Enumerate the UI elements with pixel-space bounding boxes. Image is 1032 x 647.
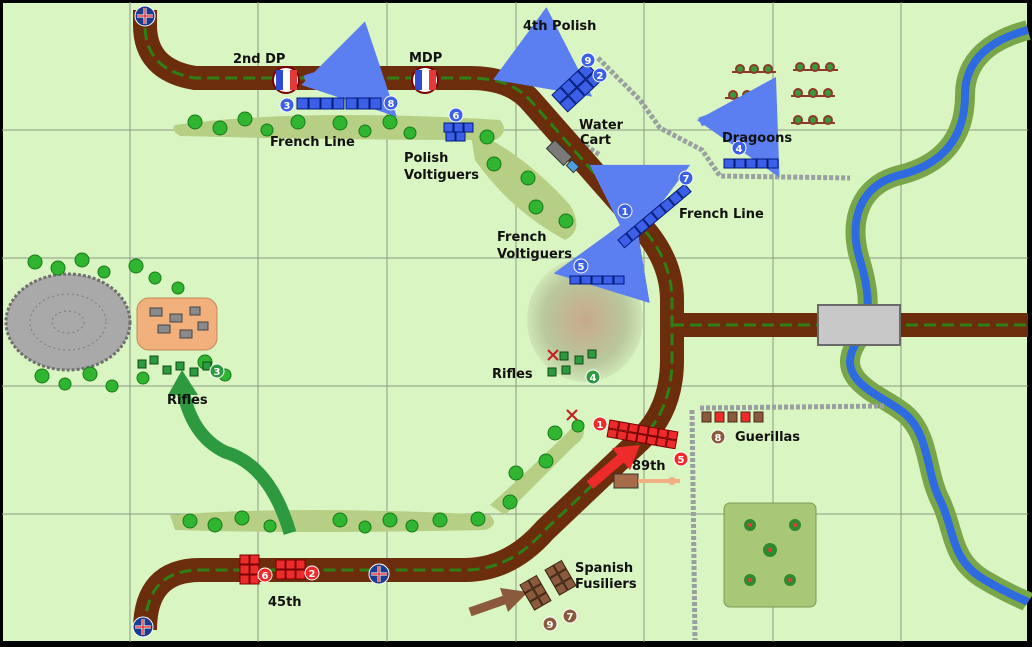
svg-text:3: 3 [214,367,221,378]
woods [27,111,585,534]
flag-2nd-dp[interactable] [272,66,300,94]
svg-text:5: 5 [578,262,585,273]
label-45th: 45th [268,595,302,610]
badge-blue: 8 [383,95,399,111]
svg-text:9: 9 [585,56,592,67]
label-voltiguers-french: Voltiguers [497,247,572,262]
orchard[interactable] [723,502,817,608]
badge-brown: 8 [710,429,726,445]
french-units[interactable] [296,62,779,285]
rocky-hill[interactable] [4,272,132,372]
badge-blue: 6 [448,107,464,123]
map-labels: 4th Polish 2nd DP MDP Water Cart Dragoon… [167,19,800,610]
badge-brown: 9 [542,616,558,632]
water-cart[interactable] [545,139,581,174]
british-units[interactable] [239,419,679,585]
badge-blue: 7 [678,170,694,186]
svg-text:8: 8 [388,99,395,110]
label-voltiguers-polish: Voltiguers [404,168,479,183]
svg-text:7: 7 [683,174,690,185]
badge-red: 2 [304,565,320,581]
artillery-limber[interactable] [613,473,680,489]
svg-text:4: 4 [590,373,597,384]
stone-bridge[interactable] [817,304,901,346]
badge-blue: 1 [617,203,633,219]
svg-text:2: 2 [309,569,316,580]
union-jack-icon[interactable] [368,563,390,585]
svg-text:8: 8 [715,433,722,444]
badge-blue: 5 [573,258,589,274]
union-jack-icon[interactable] [134,5,156,27]
label-water: Water [579,118,624,133]
unit-badges[interactable]: 9 2 3 8 6 4 7 1 5 4 3 1 5 8 6 2 7 9 [209,52,747,632]
spanish-units[interactable] [519,559,577,611]
badge-blue: 9 [580,52,596,68]
badge-brown: 7 [562,608,578,624]
flag-mdp[interactable] [411,66,439,94]
svg-text:9: 9 [547,620,554,631]
badge-green: 4 [585,369,601,385]
label-guerillas: Guerillas [735,430,800,445]
label-rifles-center: Rifles [492,367,533,382]
label-french: French [497,230,547,245]
label-cart: Cart [580,133,611,148]
label-rifles-left: Rifles [167,393,208,408]
badge-blue: 3 [279,97,295,113]
badge-red: 1 [592,416,608,432]
svg-text:5: 5 [678,455,685,466]
label-4th-polish: 4th Polish [523,19,596,34]
badge-red: 5 [673,451,689,467]
svg-text:3: 3 [284,101,291,112]
svg-text:1: 1 [597,420,604,431]
label-french-line-top: French Line [270,135,355,150]
label-dragoons: Dragoons [722,131,792,146]
label-polish: Polish [404,151,448,166]
svg-text:6: 6 [453,111,460,122]
svg-text:7: 7 [567,612,574,623]
guerilla-units[interactable] [701,411,764,423]
union-jack-icon[interactable] [132,616,154,638]
badge-red: 6 [257,567,273,583]
svg-text:2: 2 [597,71,604,82]
badge-green: 3 [209,363,225,379]
label-fusiliers: Fusiliers [575,577,637,592]
label-mdp: MDP [409,51,442,66]
svg-text:4: 4 [736,144,743,155]
badge-blue: 4 [731,140,747,156]
label-french-line-right: French Line [679,207,764,222]
svg-text:1: 1 [622,207,629,218]
movement-arrows [168,7,780,617]
rifle-units[interactable] [137,349,597,377]
label-spanish: Spanish [575,561,633,576]
label-89th: 89th [632,459,666,474]
badge-blue: 2 [592,67,608,83]
combat-marker [547,349,578,421]
svg-text:6: 6 [262,571,269,582]
label-2nd-dp: 2nd DP [233,52,285,67]
rough-ground[interactable] [136,297,218,351]
